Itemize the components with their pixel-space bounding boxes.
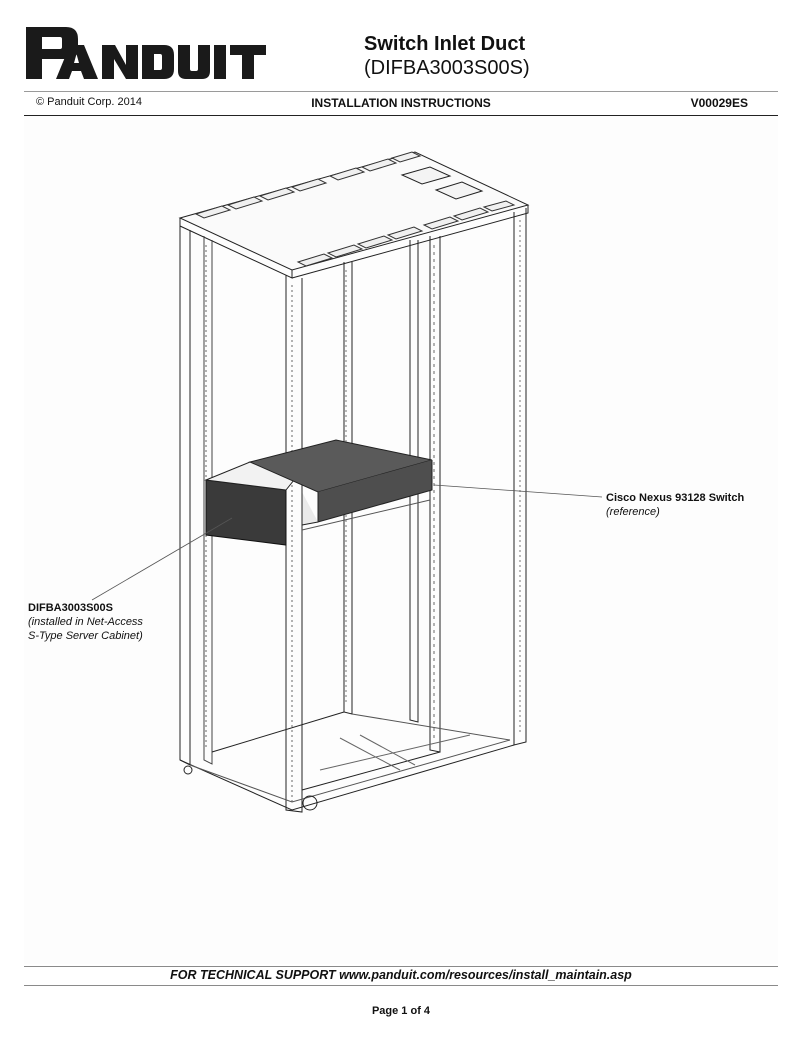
technical-support-text: FOR TECHNICAL SUPPORT www.panduit.com/re…: [170, 968, 632, 982]
footer-divider-bottom: [24, 985, 778, 986]
title-block: Switch Inlet Duct (DIFBA3003S00S): [364, 32, 530, 80]
callout-duct: DIFBA3003S00S (installed in Net-Access S…: [28, 601, 143, 643]
header-divider-bottom: [24, 115, 778, 116]
callout-switch-note: (reference): [606, 506, 660, 518]
document-title: Switch Inlet Duct: [364, 33, 526, 55]
panduit-logo-icon: [26, 27, 266, 79]
footer-divider-top: [24, 966, 778, 967]
document-id: V00029ES: [690, 96, 748, 110]
part-number: (DIFBA3003S00S): [364, 57, 530, 79]
cabinet-drawing: [91, 151, 603, 813]
page-number: Page 1 of 4: [371, 1005, 431, 1017]
document-type: INSTALLATION INSTRUCTIONS: [311, 96, 491, 110]
copyright: © Panduit Corp. 2014: [36, 96, 142, 108]
callout-switch: Cisco Nexus 93128 Switch (reference): [606, 491, 744, 519]
callout-duct-name: DIFBA3003S00S: [28, 602, 113, 614]
callout-duct-note-line2: S-Type Server Cabinet): [28, 630, 143, 642]
callout-switch-name: Cisco Nexus 93128 Switch: [606, 492, 745, 504]
header-divider-top: [24, 91, 778, 92]
callout-duct-note-line1: (installed in Net-Access: [28, 616, 143, 628]
header-info-row: © Panduit Corp. 2014 INSTALLATION INSTRU…: [24, 96, 778, 112]
figure-area: Cisco Nexus 93128 Switch (reference) DIF…: [24, 116, 778, 964]
panduit-logo: [26, 27, 266, 79]
